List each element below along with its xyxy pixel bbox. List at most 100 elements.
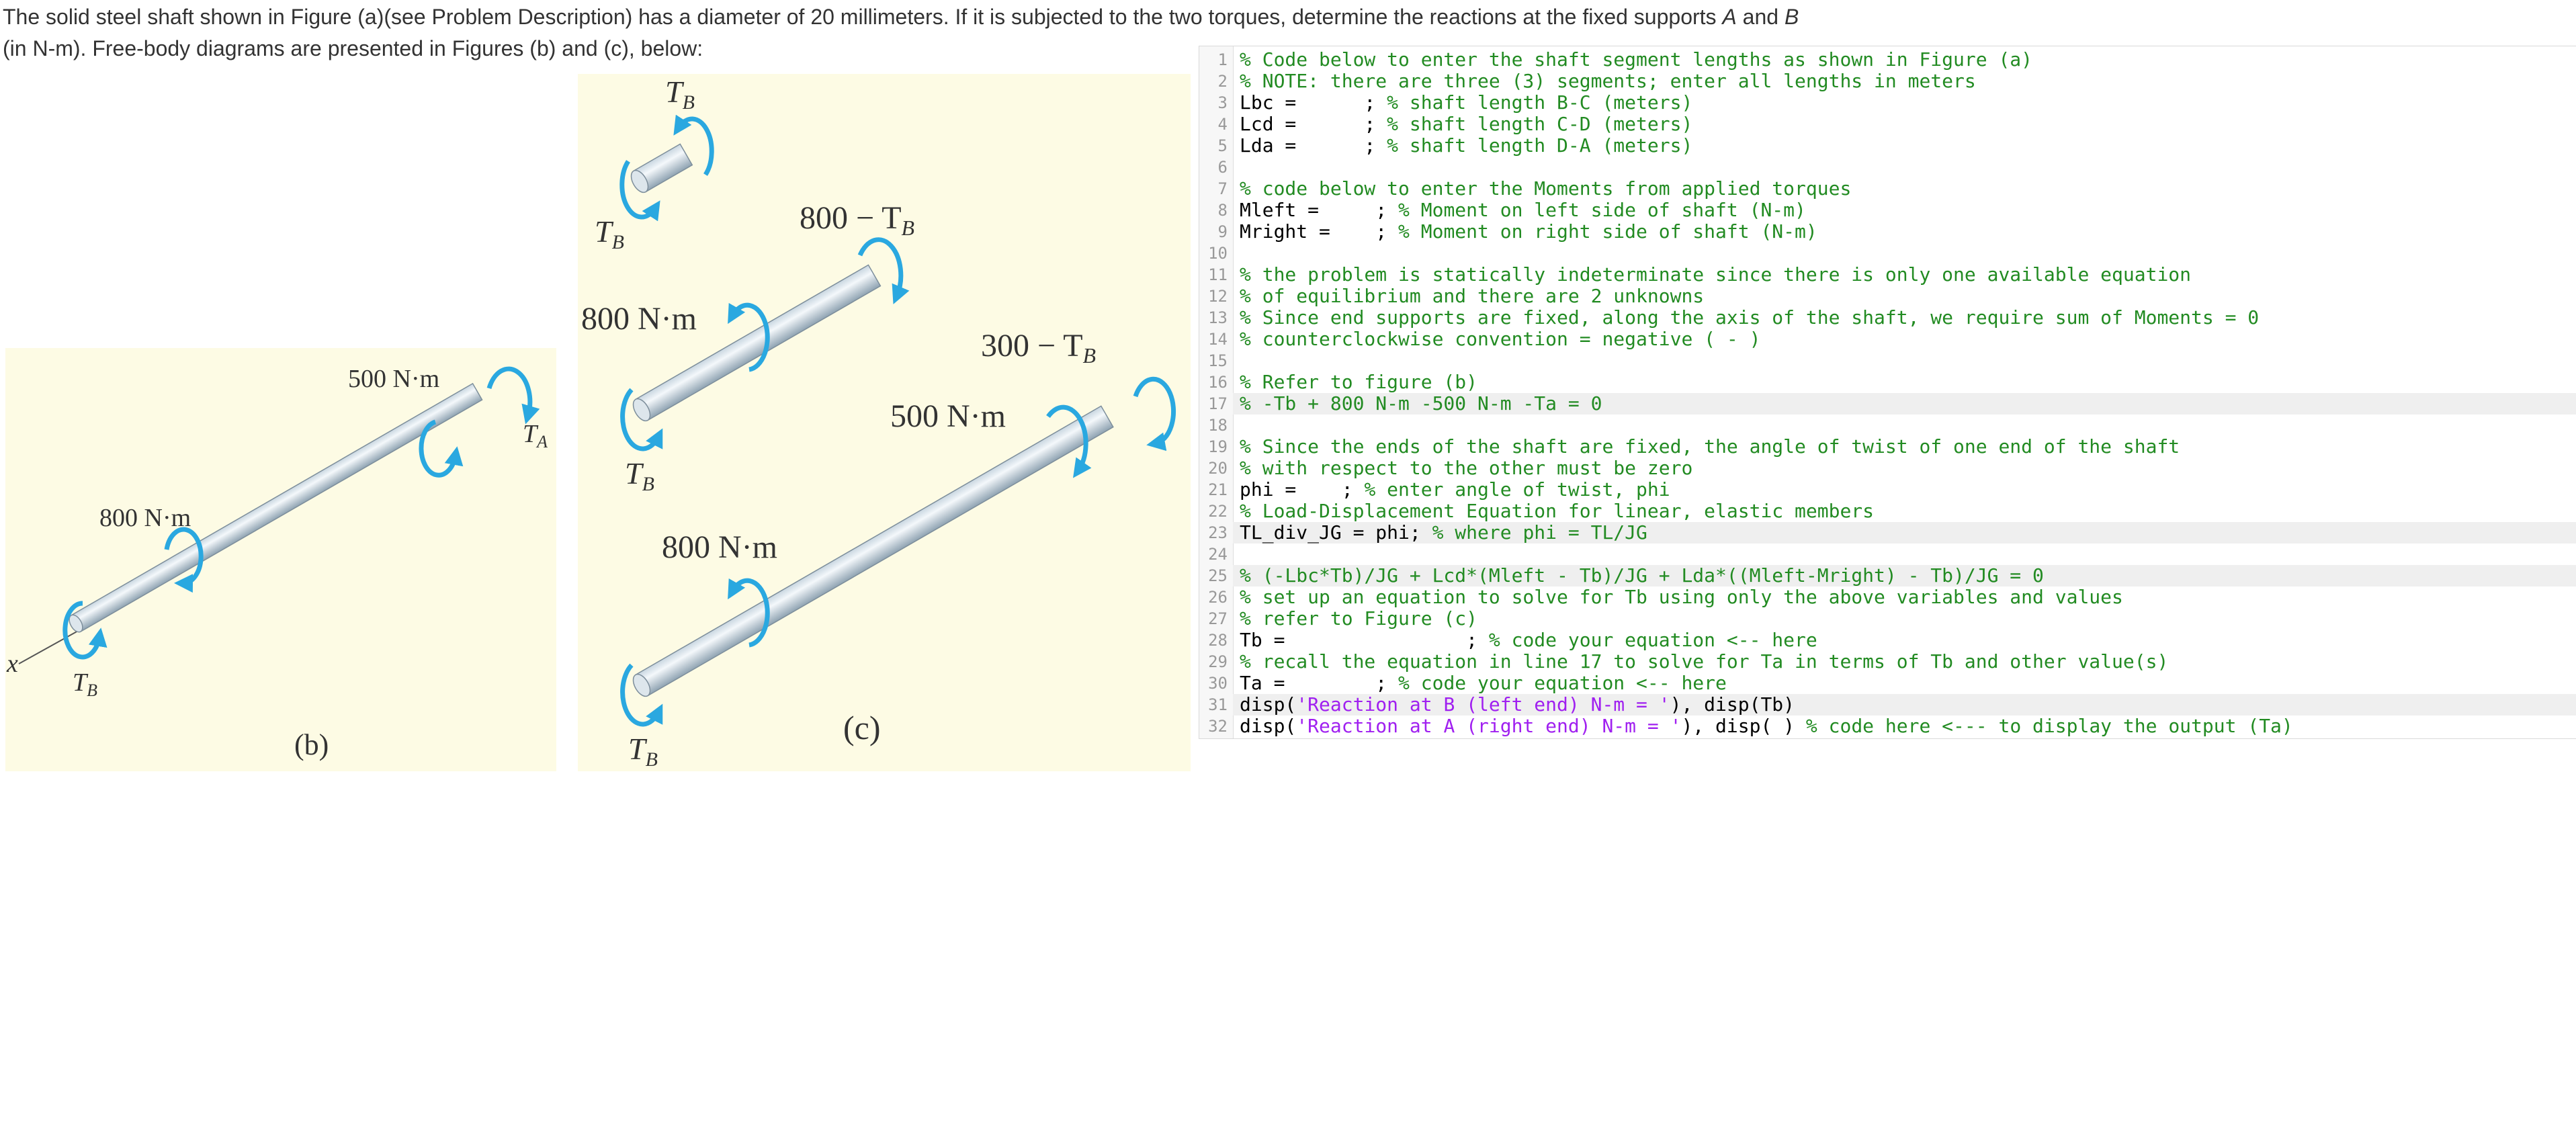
torque-arrow-mid-left-icon	[620, 388, 663, 451]
code-comment: % Load-Displacement Equation for linear,…	[1240, 500, 1875, 522]
figure-c: TB TB 800 − TB 800 N·m TB 300 − TB 500 N…	[578, 74, 1191, 771]
shaft-c-mid	[632, 264, 882, 422]
problem-text: The solid steel shaft shown in Figure (a…	[3, 5, 1723, 29]
support-b-label: B	[1784, 5, 1799, 29]
label-500-nm-c: 500 N·m	[890, 398, 1006, 434]
torque-arrow-ta-icon	[486, 366, 540, 425]
label-800-nm-bot: 800 N·m	[662, 529, 777, 565]
line-number: 8	[1217, 201, 1228, 220]
torque-arrows-c	[619, 114, 1176, 727]
shaft-c-bottom	[632, 405, 1114, 697]
code-comment: % where phi = TL/JG	[1432, 521, 1647, 544]
code-text: disp(	[1240, 693, 1297, 716]
line-number: 18	[1208, 416, 1228, 435]
code-text: Mright = ;	[1240, 220, 1399, 243]
code-line[interactable]: 26% set up an equation to solve for Tb u…	[1208, 587, 2576, 608]
code-comment: % shaft length D-A (meters)	[1387, 134, 1693, 157]
code-line[interactable]: 17% -Tb + 800 N-m -500 N-m -Ta = 0	[1208, 393, 2576, 415]
line-number: 12	[1208, 287, 1228, 306]
code-comment: % enter angle of twist, phi	[1364, 478, 1670, 501]
line-number: 17	[1208, 394, 1228, 413]
line-number: 1	[1217, 50, 1228, 69]
code-line[interactable]: 15	[1208, 350, 2576, 372]
line-number: 23	[1208, 523, 1228, 542]
code-line[interactable]: 13 % Since end supports are fixed, along …	[1208, 306, 2576, 329]
code-lines[interactable]: 1% Code below to enter the shaft segment…	[1208, 49, 2576, 737]
code-comment: % recall the equation in line 17 to solv…	[1240, 650, 2169, 673]
torque-arrow-top-right-icon	[673, 114, 714, 176]
torque-arrow-top-left-icon	[619, 160, 660, 222]
code-comment: % code your equation <-- here	[1488, 629, 1817, 651]
code-line[interactable]: 20 % with respect to the other must be ze…	[1208, 457, 2576, 479]
code-line[interactable]: 22% Load-Displacement Equation for linea…	[1208, 500, 2576, 522]
line-number: 7	[1217, 179, 1228, 198]
line-number: 11	[1208, 265, 1228, 284]
code-comment: % Moment on right side of shaft (N-m)	[1398, 220, 1817, 243]
torque-arrow-500-icon	[419, 419, 464, 478]
line-number: 25	[1208, 566, 1228, 585]
code-comment: % code your equation <-- here	[1398, 672, 1727, 694]
line-number: 2	[1217, 72, 1228, 91]
code-text: ), disp(Tb)	[1670, 693, 1795, 716]
code-comment: % shaft length C-D (meters)	[1387, 113, 1693, 135]
line-number: 26	[1208, 588, 1228, 607]
code-comment: % code below to enter the Moments from a…	[1240, 177, 1852, 200]
problem-text-and: and	[1736, 5, 1785, 29]
line-number: 29	[1208, 652, 1228, 671]
code-line[interactable]: 19% Since the ends of the shaft are fixe…	[1208, 435, 2576, 458]
code-line[interactable]: 27% refer to Figure (c)	[1208, 607, 2576, 630]
code-line[interactable]: 2% NOTE: there are three (3) segments; e…	[1218, 71, 2576, 92]
line-number: 6	[1217, 158, 1228, 177]
label-800-nm-mid: 800 N·m	[581, 301, 697, 337]
code-line[interactable]: 7 % code below to enter the Moments from …	[1218, 177, 2576, 200]
caption-c: (c)	[843, 709, 881, 746]
code-string: 'Reaction at A (right end) N-m = '	[1296, 715, 1682, 737]
label-tb-top: TB	[665, 75, 695, 114]
problem-statement: The solid steel shaft shown in Figure (a…	[3, 1, 1817, 64]
code-text: ), disp( )	[1681, 715, 1806, 737]
line-number: 20	[1208, 459, 1228, 478]
line-number: 16	[1208, 373, 1228, 392]
code-editor[interactable]: 1% Code below to enter the shaft segment…	[1199, 46, 2576, 739]
code-comment: % (-Lbc*Tb)/JG + Lcd*(Mleft - Tb)/JG + L…	[1240, 564, 2044, 587]
code-line[interactable]: 6	[1218, 157, 2576, 178]
figure-b: 500 N·m 800 N·m TA TB x (b)	[5, 348, 556, 771]
torque-arrow-tb-icon	[62, 601, 108, 660]
code-comment: % Since the ends of the shaft are fixed,…	[1240, 435, 2180, 458]
code-comment: % Since end supports are fixed, along th…	[1240, 306, 2260, 329]
code-comment: % refer to Figure (c)	[1240, 607, 1478, 630]
code-line[interactable]: 12% of equilibrium and there are 2 unkno…	[1208, 286, 2576, 307]
code-line[interactable]: 16% Refer to figure (b)	[1208, 372, 2576, 393]
code-comment: % with respect to the other must be zero	[1240, 457, 1693, 479]
code-line[interactable]: 23 TL_div_JG = phi; % where phi = TL/JG	[1208, 521, 2576, 544]
x-axis-line	[18, 630, 80, 664]
code-text: disp(	[1240, 715, 1297, 737]
line-number: 10	[1208, 244, 1228, 263]
code-line[interactable]: 11% the problem is statically indetermin…	[1208, 264, 2576, 286]
code-comment: % counterclockwise convention = negative…	[1240, 328, 1761, 350]
torque-arrow-800-icon	[164, 527, 204, 593]
code-line[interactable]: 18	[1208, 415, 2576, 436]
code-line[interactable]: 14% counterclockwise convention = negati…	[1208, 328, 2576, 350]
code-text: TL_div_JG = phi;	[1240, 521, 1432, 544]
code-comment: % shaft length B-C (meters)	[1387, 91, 1693, 114]
code-line[interactable]: 1% Code below to enter the shaft segment…	[1218, 49, 2576, 71]
line-number: 13	[1208, 308, 1228, 327]
code-text: Tb = ;	[1240, 629, 1489, 651]
code-line[interactable]: 29 % recall the equation in line 17 to so…	[1208, 650, 2576, 673]
torque-arrow-mid-center-icon	[728, 302, 770, 372]
code-line[interactable]: 10	[1208, 243, 2576, 264]
code-line[interactable]: 24	[1208, 544, 2576, 565]
code-line[interactable]: 25 % (-Lbc*Tb)/JG + Lcd*(Mleft - Tb)/JG +…	[1208, 564, 2576, 587]
label-tb-top-left: TB	[595, 214, 624, 253]
